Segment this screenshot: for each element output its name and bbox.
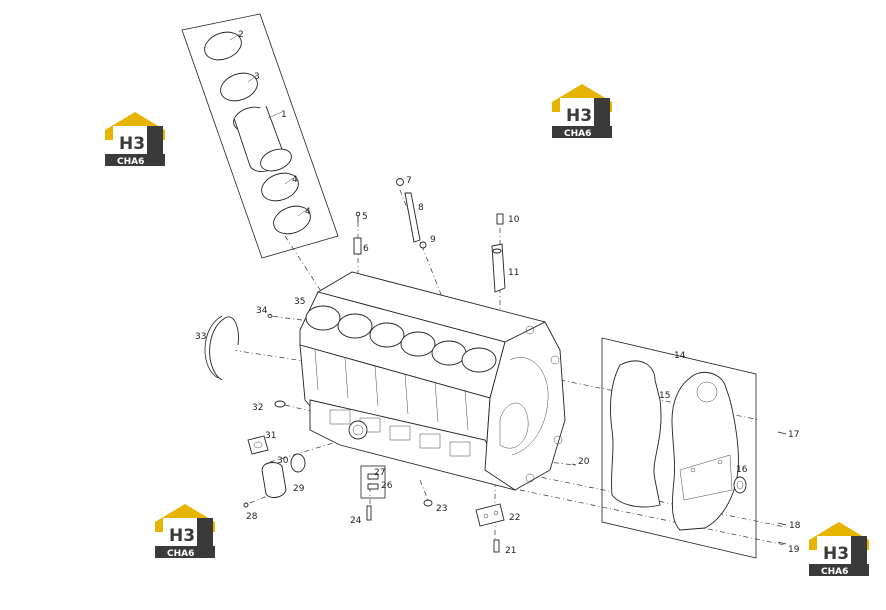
- brand-logo-bottom-right: H3 CHA6: [809, 522, 869, 577]
- callout-9: 9: [430, 235, 436, 245]
- bottom-parts: [360, 463, 577, 553]
- callout-16: 16: [736, 465, 748, 475]
- callout-30: 30: [277, 456, 289, 466]
- callout-35: 35: [294, 297, 305, 307]
- callout-10: 10: [508, 215, 520, 225]
- svg-text:H3: H3: [566, 106, 592, 126]
- engine-block: [299, 271, 566, 491]
- callout-34: 34: [256, 306, 268, 316]
- callout-22: 22: [509, 513, 520, 523]
- callout-8: 8: [418, 203, 424, 213]
- svg-text:CHA6: CHA6: [564, 129, 591, 139]
- svg-text:H3: H3: [119, 134, 145, 154]
- brand-logo-top-right: H3 CHA6: [552, 84, 612, 139]
- callout-18: 18: [789, 521, 801, 531]
- callout-19: 19: [788, 545, 800, 555]
- callout-24: 24: [350, 516, 362, 526]
- liner-group: [181, 13, 339, 259]
- brand-logo-bottom-left: H3 CHA6: [155, 504, 215, 559]
- callout-28: 28: [246, 512, 258, 522]
- svg-text:H3: H3: [823, 544, 849, 564]
- callout-27: 27: [374, 468, 385, 478]
- callout-4: 4: [292, 175, 298, 185]
- svg-text:CHA6: CHA6: [821, 567, 848, 577]
- callout-20: 20: [578, 457, 590, 467]
- callout-3: 3: [254, 72, 260, 82]
- svg-text:CHA6: CHA6: [117, 157, 144, 167]
- callout-21: 21: [505, 546, 516, 556]
- callout-33: 33: [195, 332, 206, 342]
- callouts: 2 3 1 4 4 5 6 7 8 9 10 11 14 15 16 17 18…: [195, 30, 801, 556]
- left-side-parts: [204, 314, 306, 508]
- callout-5: 5: [362, 212, 368, 222]
- callout-26: 26: [381, 481, 393, 491]
- svg-text:CHA6: CHA6: [167, 549, 194, 559]
- callout-23: 23: [436, 504, 447, 514]
- callout-15: 15: [659, 391, 670, 401]
- brand-logo-top-left: H3 CHA6: [105, 112, 165, 167]
- callout-11: 11: [508, 268, 519, 278]
- callout-32: 32: [252, 403, 263, 413]
- callout-6: 6: [363, 244, 369, 254]
- callout-31: 31: [265, 431, 276, 441]
- callout-17: 17: [788, 430, 799, 440]
- svg-text:H3: H3: [169, 526, 195, 546]
- callout-4: 4: [305, 207, 311, 217]
- callout-7: 7: [406, 176, 412, 186]
- callout-1: 1: [281, 110, 287, 120]
- callout-14: 14: [674, 351, 686, 361]
- callout-29: 29: [293, 484, 305, 494]
- top-fasteners: [353, 178, 506, 293]
- rear-cover-group: [601, 337, 787, 559]
- callout-2: 2: [238, 30, 244, 40]
